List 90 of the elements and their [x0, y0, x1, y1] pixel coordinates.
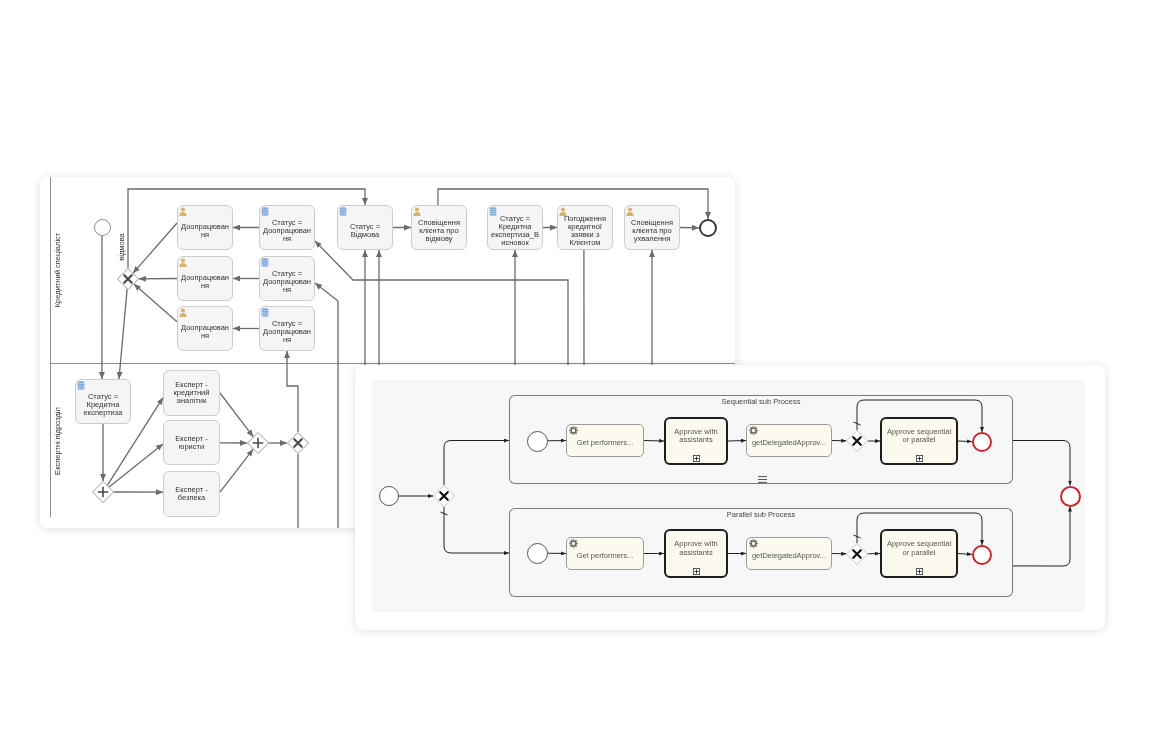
exclusive-gateway-diamond [117, 268, 139, 290]
arrow [108, 443, 164, 488]
arrow [127, 188, 368, 269]
start-event-circle [379, 486, 399, 506]
arrow [392, 224, 412, 231]
task-box [664, 529, 728, 578]
task-box [880, 529, 958, 578]
arrow [232, 224, 260, 231]
task-box [337, 205, 393, 250]
arrow [440, 506, 510, 555]
task-box [746, 537, 832, 570]
arrow [831, 438, 847, 443]
arrow [547, 551, 567, 556]
subprocess-container [509, 395, 1013, 484]
arrow [957, 439, 973, 444]
arrow [643, 438, 665, 443]
task-box [177, 306, 233, 351]
end-event-circle [972, 432, 992, 452]
arrow [649, 249, 655, 366]
start-event-circle [93, 218, 111, 236]
arrow [314, 282, 339, 528]
arrow [1012, 440, 1072, 486]
arrow [831, 551, 847, 556]
arrow [98, 234, 105, 380]
arrow [542, 224, 558, 231]
arrow [853, 512, 984, 546]
arrow [398, 494, 434, 498]
task-box [163, 471, 220, 517]
connector-line [583, 249, 585, 366]
parallel-gateway-diamond [92, 481, 114, 503]
arrow [219, 392, 254, 438]
task-box [259, 306, 315, 351]
subprocess-container [509, 508, 1013, 597]
task-box [75, 379, 131, 424]
start-event-circle [526, 542, 548, 564]
arrow [314, 240, 569, 366]
end-event-circle [699, 219, 717, 237]
arrow [727, 438, 747, 443]
arrow [867, 439, 881, 443]
arrow [547, 438, 567, 443]
task-box [566, 537, 644, 570]
arrow [232, 325, 260, 332]
exclusive-gateway-diamond [846, 543, 868, 565]
task-box [177, 205, 233, 250]
end-event-circle [972, 545, 992, 565]
arrow [437, 188, 711, 220]
task-box [259, 205, 315, 250]
arrow [106, 396, 164, 486]
end-event-circle [1059, 485, 1081, 507]
task-box [163, 420, 220, 465]
arrow [957, 552, 973, 557]
arrow [376, 249, 382, 366]
arrow [643, 551, 665, 556]
task-box [557, 205, 613, 250]
task-box [411, 205, 467, 250]
task-box [566, 424, 644, 457]
arrow [867, 551, 881, 556]
arrow [219, 439, 248, 446]
task-box [163, 370, 220, 416]
arrow [727, 551, 747, 556]
exclusive-gateway-diamond [846, 430, 868, 452]
swimlane [50, 177, 735, 364]
task-box [746, 424, 832, 457]
task-box [259, 256, 315, 301]
arrow [268, 440, 288, 446]
arrow [138, 275, 178, 282]
arrow [132, 222, 178, 274]
start-event-circle [526, 430, 548, 452]
arrow [113, 489, 164, 496]
arrow [100, 423, 106, 482]
task-box [177, 256, 233, 301]
arrow [219, 448, 254, 493]
arrow [853, 399, 984, 433]
arrow [133, 283, 178, 323]
arrow [116, 288, 128, 380]
arrow [679, 224, 700, 231]
arrow [443, 438, 510, 486]
connector-line [297, 453, 299, 528]
arrow [362, 249, 368, 366]
arrow [1012, 506, 1072, 567]
exclusive-gateway-diamond [433, 485, 455, 507]
task-box [664, 417, 728, 465]
parallel-gateway-diamond [247, 432, 269, 454]
arrow [512, 249, 518, 366]
task-box [487, 205, 543, 250]
arrow [232, 275, 260, 282]
arrow [284, 350, 299, 433]
task-box [880, 417, 958, 465]
task-box [624, 205, 680, 250]
exclusive-gateway-diamond [287, 432, 309, 454]
